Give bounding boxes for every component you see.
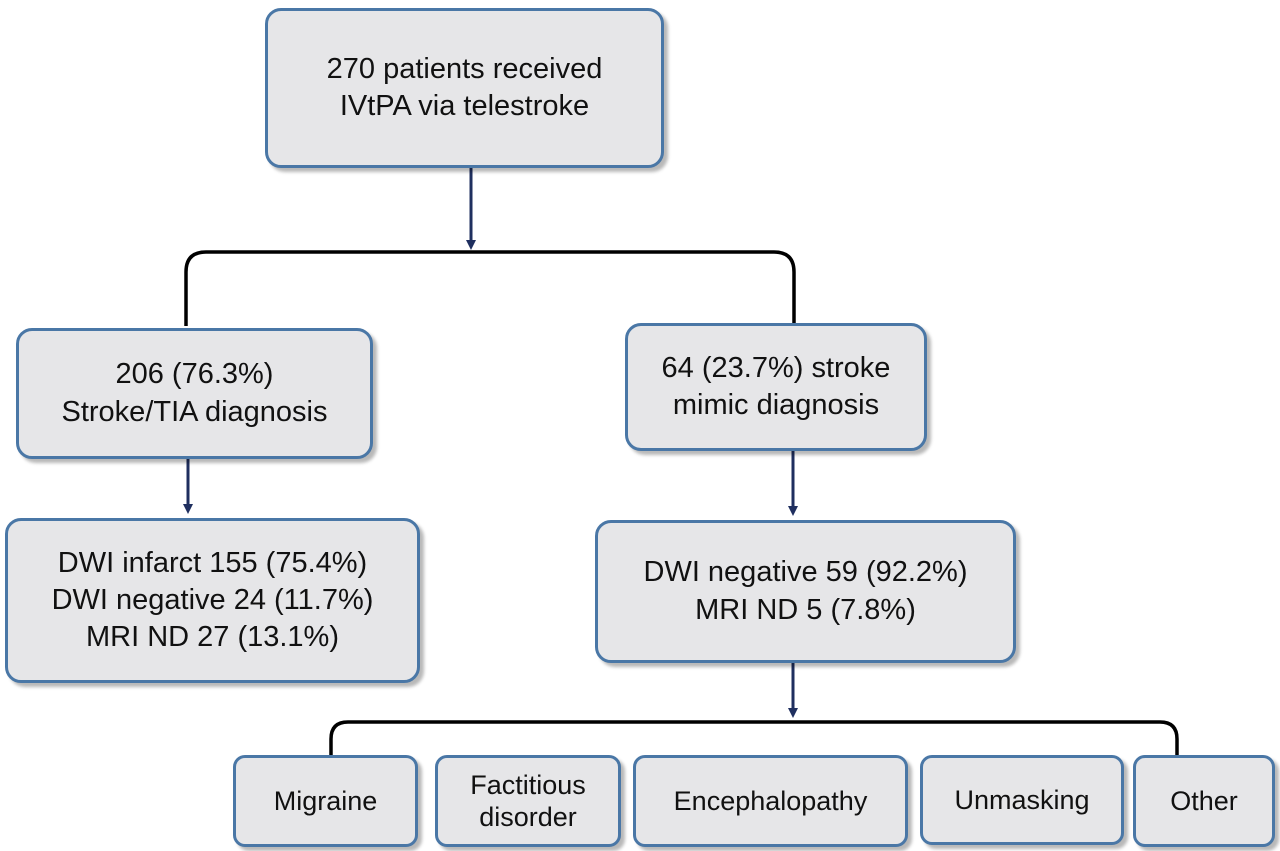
mimic-mri-line-1: DWI negative 59 (92.2%) xyxy=(643,556,968,589)
mimic-line-2: mimic diagnosis xyxy=(672,389,880,421)
stroke-mri-line-3: MRI ND 27 (13.1%) xyxy=(85,621,339,654)
category-factitious-line-1: Factitious xyxy=(470,769,586,800)
mimic-line-1: 64 (23.7%) stroke xyxy=(661,351,891,384)
branch-line-top xyxy=(184,250,796,326)
category-other-box: Other xyxy=(1133,755,1275,847)
category-migraine-label: Migraine xyxy=(273,785,378,816)
branch-line-bottom xyxy=(329,720,1179,755)
mimic-mri-line-2: MRI ND 5 (7.8%) xyxy=(695,593,916,626)
stroke-diagnosis-box: 206 (76.3%) Stroke/TIA diagnosis xyxy=(16,328,373,459)
stroke-mri-box: DWI infarct 155 (75.4%) DWI negative 24 … xyxy=(5,518,420,683)
category-unmasking-box: Unmasking xyxy=(920,755,1124,845)
stroke-line-1: 206 (76.3%) xyxy=(115,358,274,391)
root-box: 270 patients received IVtPA via telestro… xyxy=(265,8,664,168)
category-factitious-box: Factitious disorder xyxy=(435,755,621,847)
root-line-2: IVtPA via telestroke xyxy=(339,90,590,122)
category-unmasking-label: Unmasking xyxy=(954,784,1090,815)
stroke-mri-line-2: DWI negative 24 (11.7%) xyxy=(51,583,374,616)
stroke-line-2: Stroke/TIA diagnosis xyxy=(61,395,328,428)
category-factitious-line-2: disorder xyxy=(479,802,577,832)
category-encephalopathy-box: Encephalopathy xyxy=(633,755,908,847)
category-encephalopathy-label: Encephalopathy xyxy=(673,785,868,816)
mimic-mri-box: DWI negative 59 (92.2%) MRI ND 5 (7.8%) xyxy=(595,520,1016,663)
root-line-1: 270 patients received xyxy=(326,52,603,85)
mimic-diagnosis-box: 64 (23.7%) stroke mimic diagnosis xyxy=(625,323,927,451)
category-migraine-box: Migraine xyxy=(233,755,418,847)
stroke-mri-line-1: DWI infarct 155 (75.4%) xyxy=(57,546,368,579)
category-other-label: Other xyxy=(1170,785,1238,816)
